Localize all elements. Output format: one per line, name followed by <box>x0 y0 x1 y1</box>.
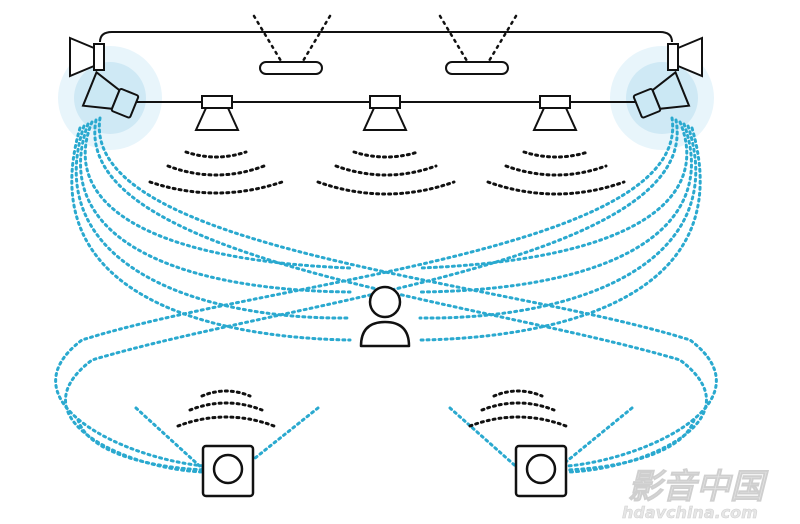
ceiling-speaker-icon <box>194 95 240 131</box>
ceiling-speaker-icon <box>532 95 578 131</box>
subwoofer-sound-waves <box>176 389 568 428</box>
ceiling-speaker-icon <box>362 95 408 131</box>
projector-light-icon <box>252 14 332 75</box>
speaker-icon <box>632 70 691 119</box>
subwoofer-icon <box>514 444 568 498</box>
listener-icon <box>359 285 411 348</box>
surround-sound-waves <box>54 116 718 474</box>
watermark-text: 影音中国 <box>628 467 769 507</box>
projector-light-icon <box>438 14 518 75</box>
speaker-icon <box>69 36 105 78</box>
speaker-icon <box>667 36 703 78</box>
ceiling-sound-waves <box>148 150 626 196</box>
subwoofer-icon <box>201 444 255 498</box>
speaker-icon <box>81 70 140 119</box>
watermark-url: hdavchina.com <box>622 503 758 522</box>
top-rail <box>99 31 673 43</box>
